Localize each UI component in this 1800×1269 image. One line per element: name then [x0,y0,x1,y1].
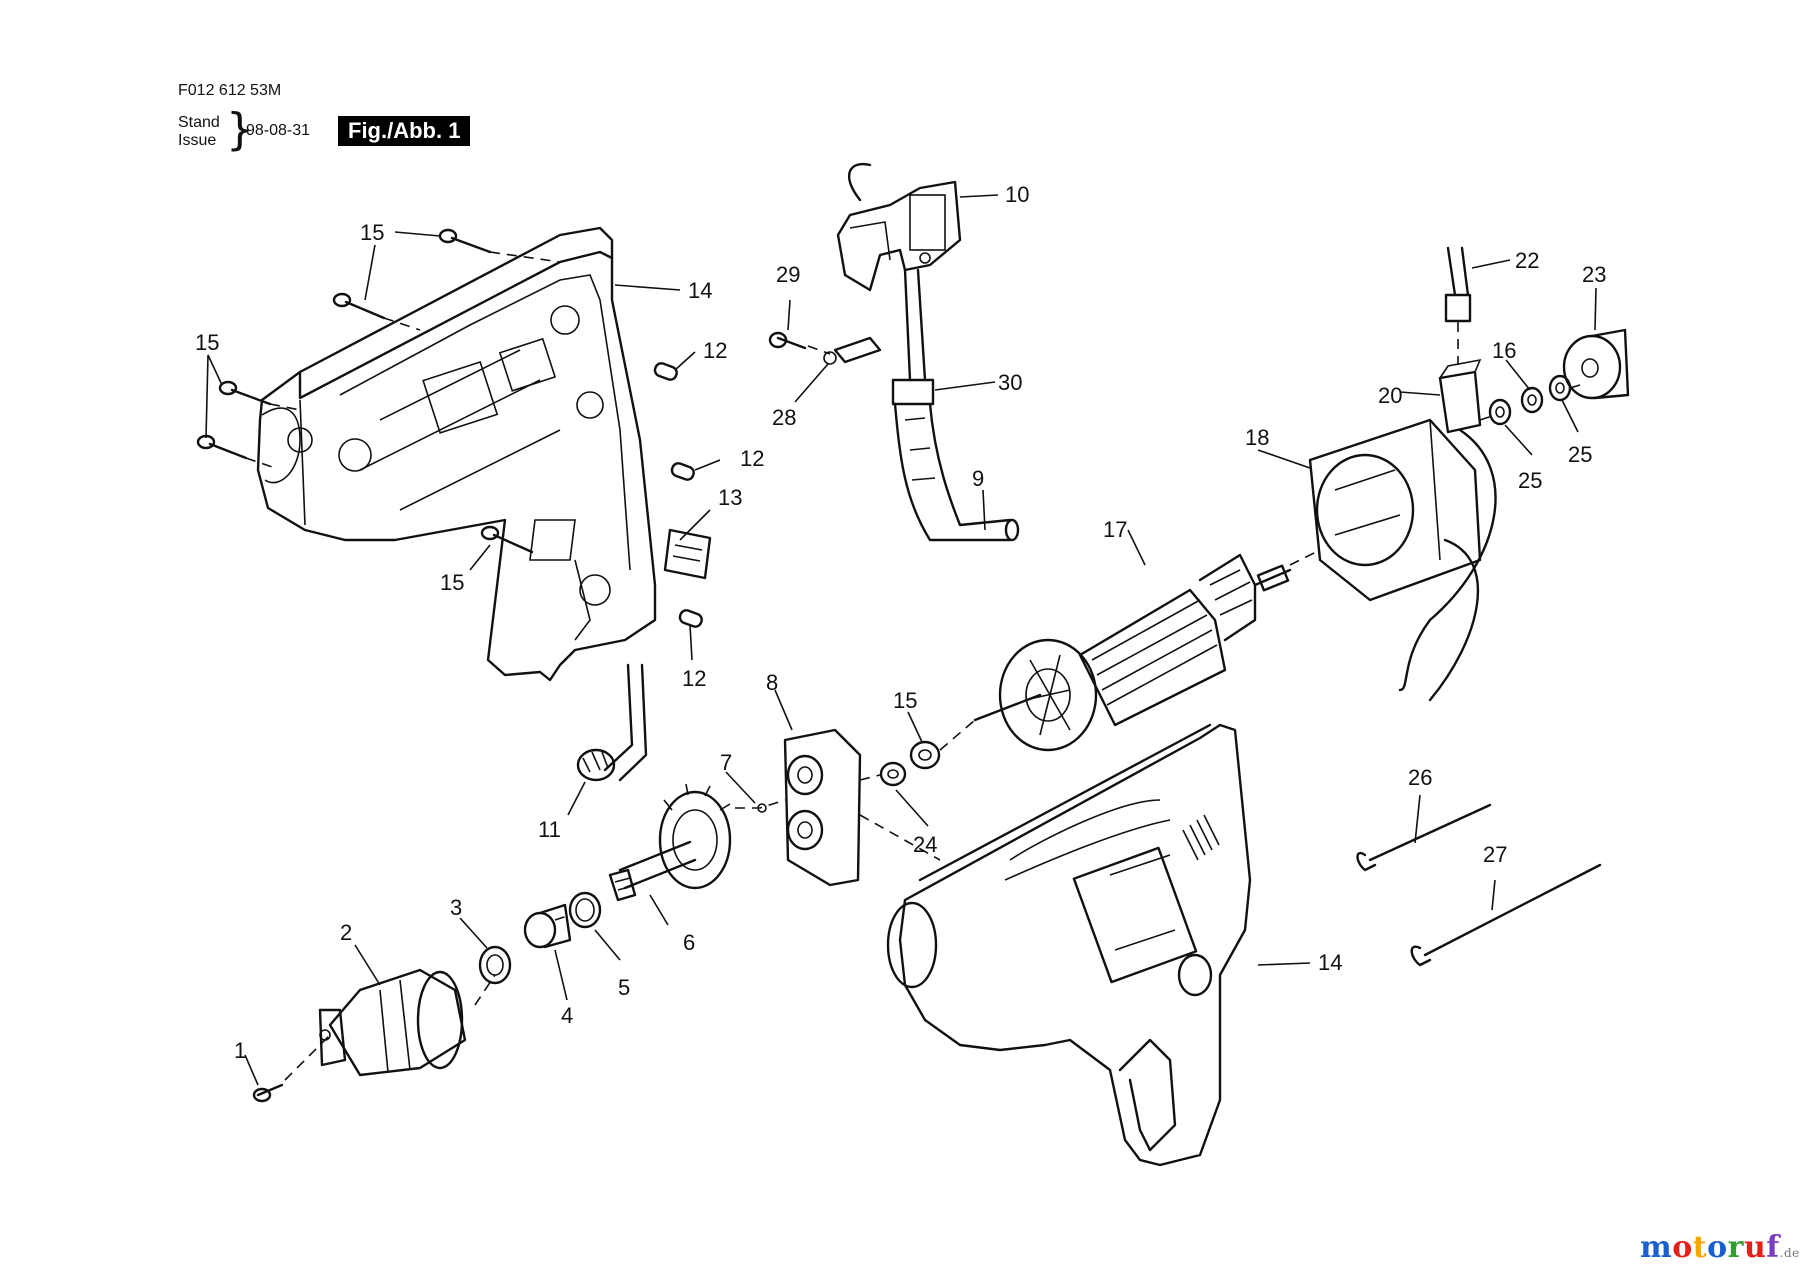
armature-18 [973,553,1292,752]
callout-8: 8 [766,670,778,695]
brace-icon: } [226,104,254,155]
brush-holder-22 [1438,358,1482,434]
washer-16 [1520,386,1544,414]
bearing-plate-8 [783,728,862,887]
washer-17 [909,740,941,770]
screw-15-b [332,292,386,320]
callout-17: 15 [893,688,917,713]
brand-logo: motoruf.de [1640,1230,1800,1265]
callout-15-a: 15 [360,220,384,245]
brand-tld: .de [1779,1246,1800,1260]
issue-label: Issue [178,132,217,149]
screw-15-c [218,380,272,406]
callout-6: 6 [683,930,695,955]
callout-28: 28 [772,405,796,430]
callouts: 15 14 15 12 12 13 15 12 11 10 29 28 30 9… [195,182,1606,1063]
brand-letter: o [1707,1230,1728,1265]
spindle-gear-6 [608,783,732,902]
callout-22: 20 [1378,383,1402,408]
pin-12-b [670,462,695,481]
callout-25-a: 25 [1518,468,1542,493]
callout-16: 16 [1492,338,1516,363]
assembly-lines [245,251,1581,1081]
callout-9: 9 [972,466,984,491]
brush-23 [1444,246,1472,323]
callout-12-a: 12 [703,338,727,363]
callout-25-b: 25 [1568,442,1592,467]
housing-half-left [256,226,657,682]
brand-letter: t [1692,1230,1708,1265]
washer-25-right-a [1488,398,1512,426]
callout-14-b: 14 [1318,950,1342,975]
screw-1 [252,1083,284,1103]
pinion-11 [576,663,648,782]
callout-30: 30 [998,370,1022,395]
stator-20 [1308,418,1497,702]
brand-letter: u [1743,1230,1767,1265]
callout-26: 26 [1408,765,1432,790]
callout-24: 23 [1582,262,1606,287]
washer-3 [478,945,512,985]
callout-2: 2 [340,920,352,945]
chuck-2 [318,968,467,1077]
callout-27: 27 [1483,842,1507,867]
brand-letter: f [1766,1230,1780,1265]
callout-25-c: 24 [913,832,937,857]
stand-label: Stand [178,114,220,131]
callout-23: 22 [1515,248,1539,273]
wire-26 [1356,803,1492,872]
callout-15-c: 15 [440,570,464,595]
issue-date: 98-08-31 [246,122,311,139]
brand-name: motoruf [1640,1230,1780,1265]
callout-10: 10 [1005,182,1029,207]
screw-15-a [438,228,492,254]
bearing-4 [523,903,572,949]
callout-12-b: 12 [740,446,764,471]
ring-5 [568,891,602,929]
figure-label: Fig./Abb. 1 [338,116,471,146]
callout-3: 3 [450,895,462,920]
callout-14-a: 14 [688,278,712,303]
callout-13: 13 [718,485,742,510]
brand-letter: r [1727,1230,1744,1265]
cable-9 [891,268,1020,542]
clamp-28 [823,336,882,365]
washer-25-left [879,761,907,787]
callout-20: 18 [1245,425,1269,450]
pin-12-a [653,362,678,381]
brand-letter: m [1640,1230,1673,1265]
leader-lines [205,194,1597,1086]
drawing-code: F012 612 53M [178,82,282,99]
callout-18: 17 [1103,517,1127,542]
callout-29: 29 [776,262,800,287]
pin-12-c [678,609,703,628]
callout-7: 7 [720,750,732,775]
brand-letter: o [1672,1230,1693,1265]
screw-15-e [480,525,534,554]
stand-issue-block: Stand Issue [178,114,220,150]
label-plate-13 [663,528,712,580]
callout-15-b: 15 [195,330,219,355]
screw-15-d [196,434,248,460]
bearing-24 [1562,328,1630,400]
callout-5: 5 [618,975,630,1000]
callout-1: 1 [234,1038,246,1063]
switch-10 [836,162,962,292]
callout-4: 4 [561,1003,573,1028]
screw-29 [768,331,807,350]
callout-11: 11 [538,817,561,842]
callout-12-c: 12 [682,666,706,691]
housing-assembled [886,723,1252,1167]
wire-27 [1410,863,1602,967]
